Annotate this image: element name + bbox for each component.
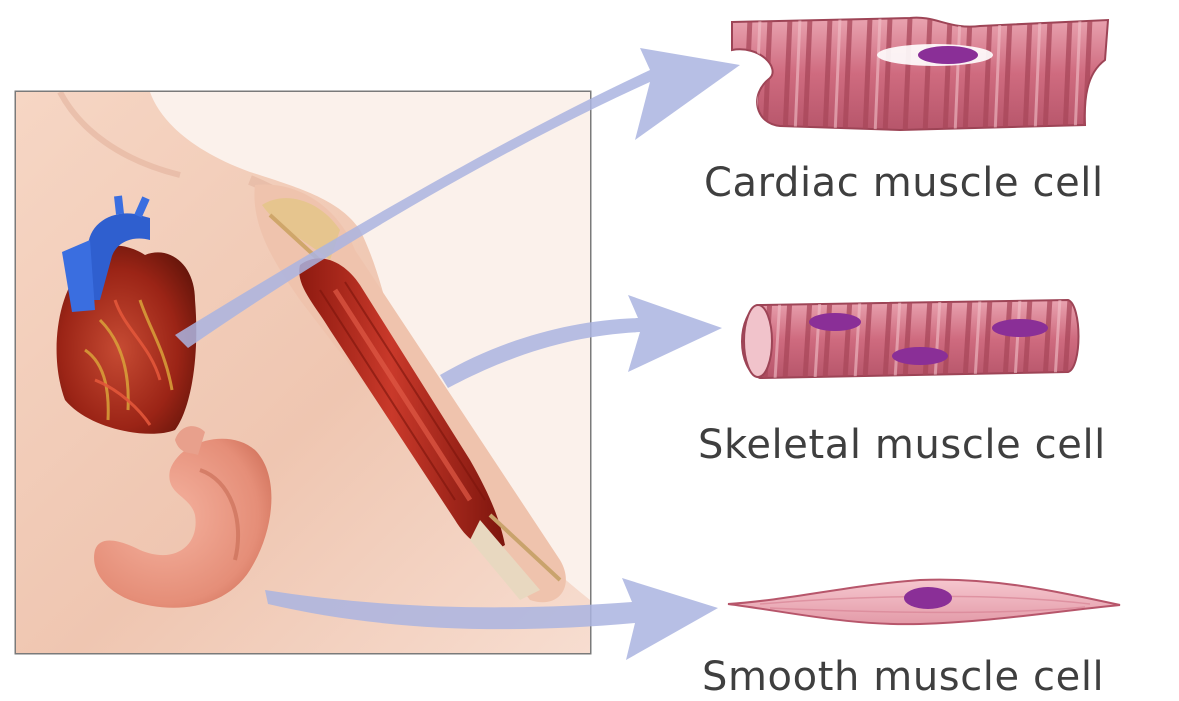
smooth-nucleus xyxy=(904,587,952,609)
skeletal-cell-end xyxy=(744,305,772,377)
cardiac-nucleus xyxy=(918,46,978,64)
smooth-muscle-cell-illustration xyxy=(728,580,1120,625)
cardiac-muscle-cell-label: Cardiac muscle cell xyxy=(704,163,1104,203)
cardiac-muscle-cell-illustration xyxy=(732,18,1108,135)
body-illustration xyxy=(16,92,590,653)
smooth-muscle-cell-label: Smooth muscle cell xyxy=(702,657,1104,697)
skeletal-nucleus-3 xyxy=(892,347,948,365)
skeletal-nucleus-1 xyxy=(809,313,861,331)
skeletal-nucleus-2 xyxy=(992,319,1048,337)
skeletal-muscle-cell-illustration xyxy=(742,298,1079,380)
skeletal-muscle-cell-label: Skeletal muscle cell xyxy=(698,425,1106,465)
